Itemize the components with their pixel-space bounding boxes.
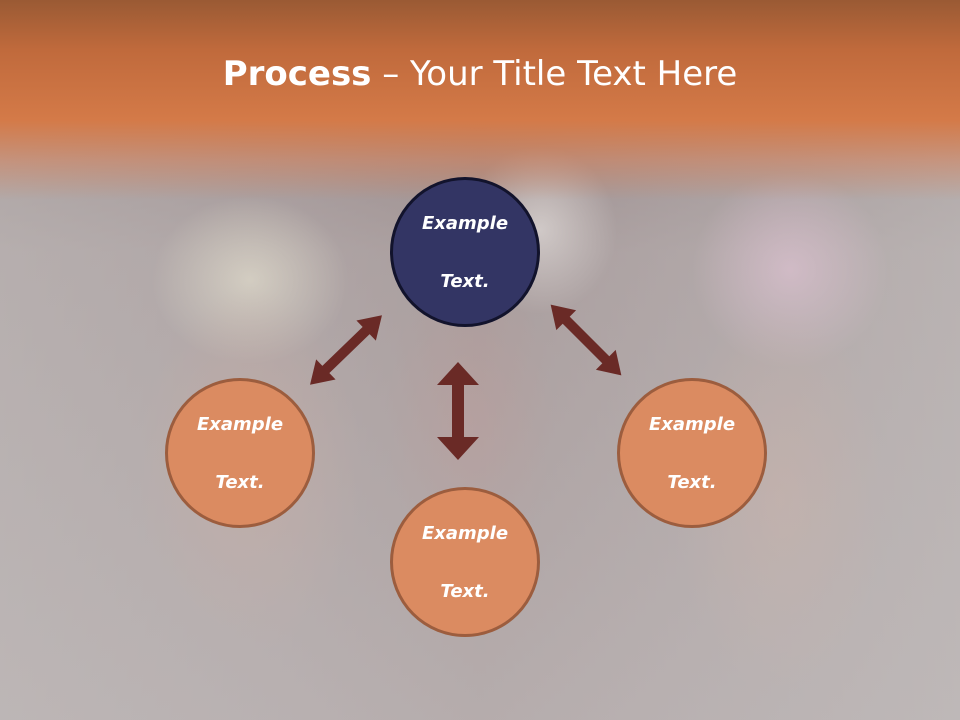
node-right-line1: Example [648, 413, 736, 435]
double-arrow-upper-right [550, 304, 622, 376]
double-arrow-upper-left [310, 315, 382, 385]
node-left-line2: Text. [215, 471, 265, 493]
node-top-line1: Example [421, 212, 509, 234]
double-arrow-vertical [437, 362, 479, 460]
title-bold: Process [222, 54, 372, 94]
node-left-line1: Example [196, 413, 284, 435]
node-bottom-line1: Example [421, 522, 509, 544]
title-band [0, 0, 960, 200]
node-top-line2: Text. [440, 270, 490, 292]
title-rest: – Your Title Text Here [371, 54, 738, 94]
node-bottom-line2: Text. [440, 580, 490, 602]
slide-title[interactable]: Process – Your Title Text Here [0, 52, 960, 96]
node-right-line2: Text. [667, 471, 717, 493]
